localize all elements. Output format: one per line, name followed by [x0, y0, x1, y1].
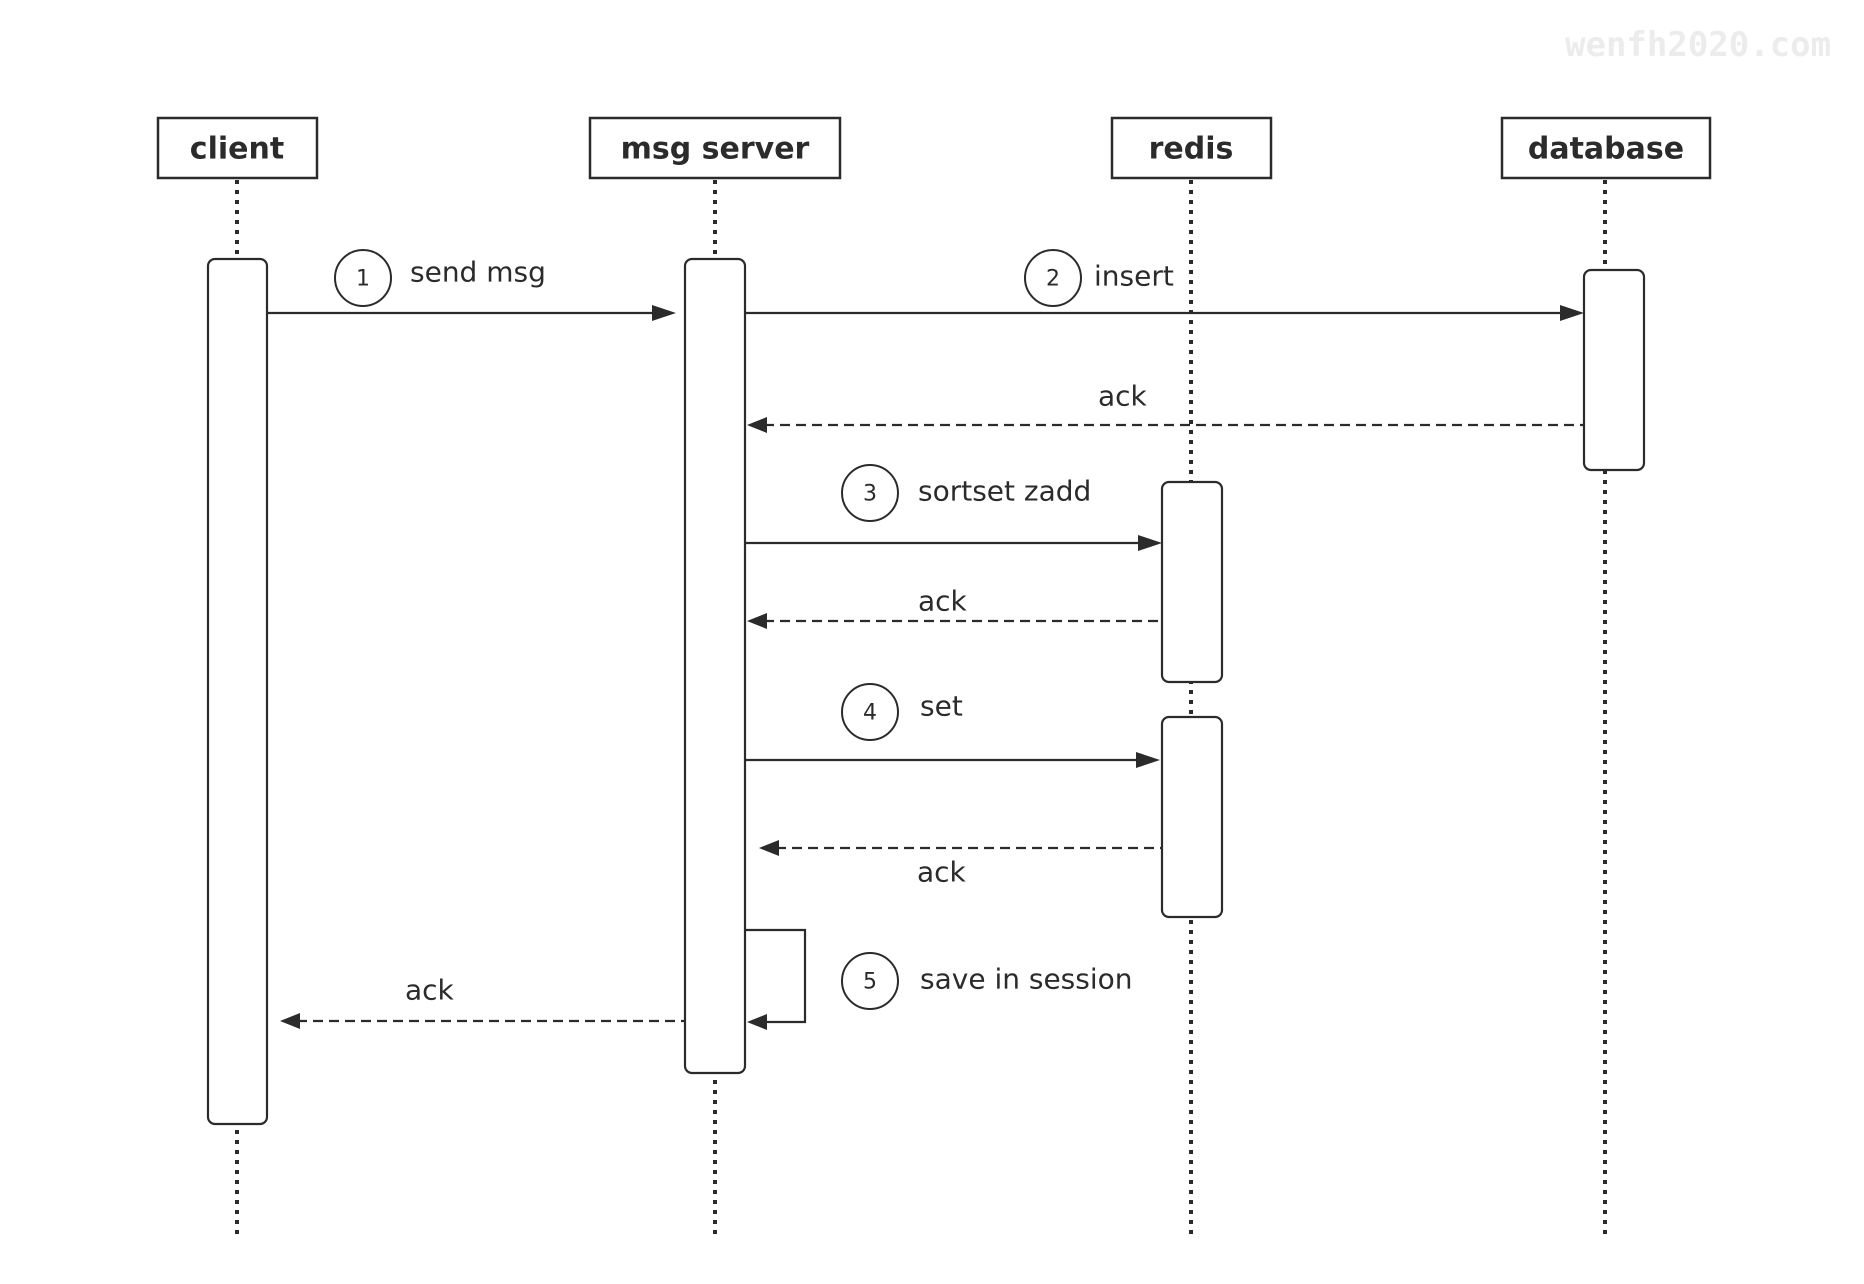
actor-client-label: client [190, 132, 284, 167]
message-label: ack [918, 585, 968, 618]
client-activation [206, 257, 269, 1126]
step-circle-1 [334, 249, 392, 307]
step-circle-4 [841, 683, 899, 741]
message-save-in-session: 5 save in session [745, 928, 1133, 1030]
arrowhead [1138, 535, 1162, 551]
message-ack-redis-1: ack [747, 585, 1162, 629]
step-circle-2 [1024, 249, 1082, 307]
redis-activation-2 [1160, 715, 1224, 919]
server-activation [683, 257, 747, 1075]
arrowhead [747, 417, 767, 433]
arrowhead [652, 305, 676, 321]
step-number: 5 [863, 970, 877, 995]
message-label: insert [1094, 260, 1174, 293]
actor-redis-label: redis [1149, 132, 1234, 167]
actor-database: database [1500, 116, 1712, 180]
step-circle-3 [841, 464, 899, 522]
message-sortset-zadd: 3 sortset zadd [745, 464, 1162, 551]
step-circle-5 [841, 952, 899, 1010]
actor-client: client [156, 116, 319, 180]
database-activation [1582, 268, 1646, 472]
message-send-msg: 1 send msg [267, 249, 676, 321]
actor-database-label: database [1528, 132, 1684, 167]
message-ack-redis-2: ack [759, 840, 1162, 889]
redis-activation-1 [1160, 480, 1224, 684]
message-ack-database: ack [747, 380, 1584, 433]
watermark: wenfh2020.com [1565, 25, 1831, 65]
message-ack-client: ack [280, 974, 685, 1029]
arrowhead [747, 1014, 767, 1030]
actor-msg-server: msg server [588, 116, 842, 180]
arrowhead [1136, 752, 1160, 768]
message-label: ack [1098, 380, 1148, 413]
arrowhead [280, 1013, 300, 1029]
message-insert: 2 insert [745, 249, 1584, 321]
step-number: 1 [356, 267, 370, 292]
message-set: 4 set [745, 683, 1160, 768]
step-number: 3 [863, 482, 877, 507]
step-number: 2 [1046, 267, 1060, 292]
actor-server-label: msg server [621, 132, 810, 167]
step-number: 4 [863, 701, 877, 726]
arrowhead [747, 613, 767, 629]
message-label: send msg [410, 256, 546, 289]
message-label: ack [405, 974, 455, 1007]
message-label: ack [917, 856, 967, 889]
message-label: set [920, 690, 963, 723]
actor-redis: redis [1110, 116, 1273, 180]
message-label: save in session [920, 963, 1133, 996]
message-label: sortset zadd [918, 475, 1091, 508]
arrowhead [1560, 305, 1584, 321]
arrowhead [759, 840, 779, 856]
